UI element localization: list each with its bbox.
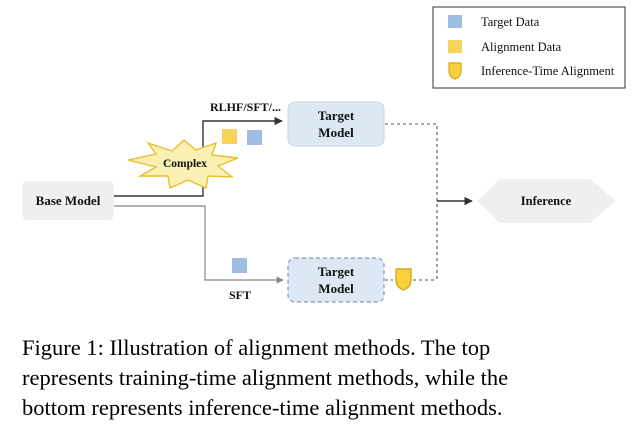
target-model-bottom-node — [287, 257, 385, 303]
base-model-label: Base Model — [36, 193, 101, 208]
shield-icon — [395, 268, 412, 291]
target-data-swatch — [448, 15, 462, 28]
legend-box — [432, 6, 626, 89]
complex-starburst: Complex — [127, 139, 239, 190]
caption-line-3: bottom represents inference-time alignme… — [22, 395, 503, 420]
top-to-inference-edge — [385, 123, 438, 280]
edge-label-bottom: SFT — [229, 288, 251, 302]
legend: Target Data Alignment Data Inference-Tim… — [432, 6, 626, 89]
target-data-square-bottom — [232, 258, 247, 273]
target-model-top-label-2: Model — [318, 125, 354, 140]
legend-inference-time-alignment: Inference-Time Alignment — [481, 64, 615, 78]
alignment-data-square — [222, 129, 237, 144]
caption-line-1: Figure 1: Illustration of alignment meth… — [22, 335, 491, 360]
complex-label: Complex — [163, 158, 207, 170]
edge-label-top: RLHF/SFT/... — [210, 100, 281, 114]
base-model-node — [22, 181, 114, 220]
target-model-top-label-1: Target — [318, 108, 355, 123]
inference-label: Inference — [521, 194, 572, 208]
alignment-data-swatch — [448, 40, 462, 53]
shield-icon — [448, 62, 462, 80]
legend-target-data: Target Data — [481, 15, 540, 29]
target-model-bottom-label-2: Model — [318, 281, 354, 296]
target-model-bottom-label-1: Target — [318, 264, 355, 279]
caption-line-2: represents training-time alignment metho… — [22, 365, 509, 390]
bottom-edge — [113, 205, 284, 284]
figure-caption: Figure 1: Illustration of alignment meth… — [22, 333, 622, 423]
inference-node — [477, 179, 616, 223]
target-data-square-top — [247, 130, 262, 145]
legend-alignment-data: Alignment Data — [481, 40, 562, 54]
target-model-top-node — [287, 101, 385, 147]
